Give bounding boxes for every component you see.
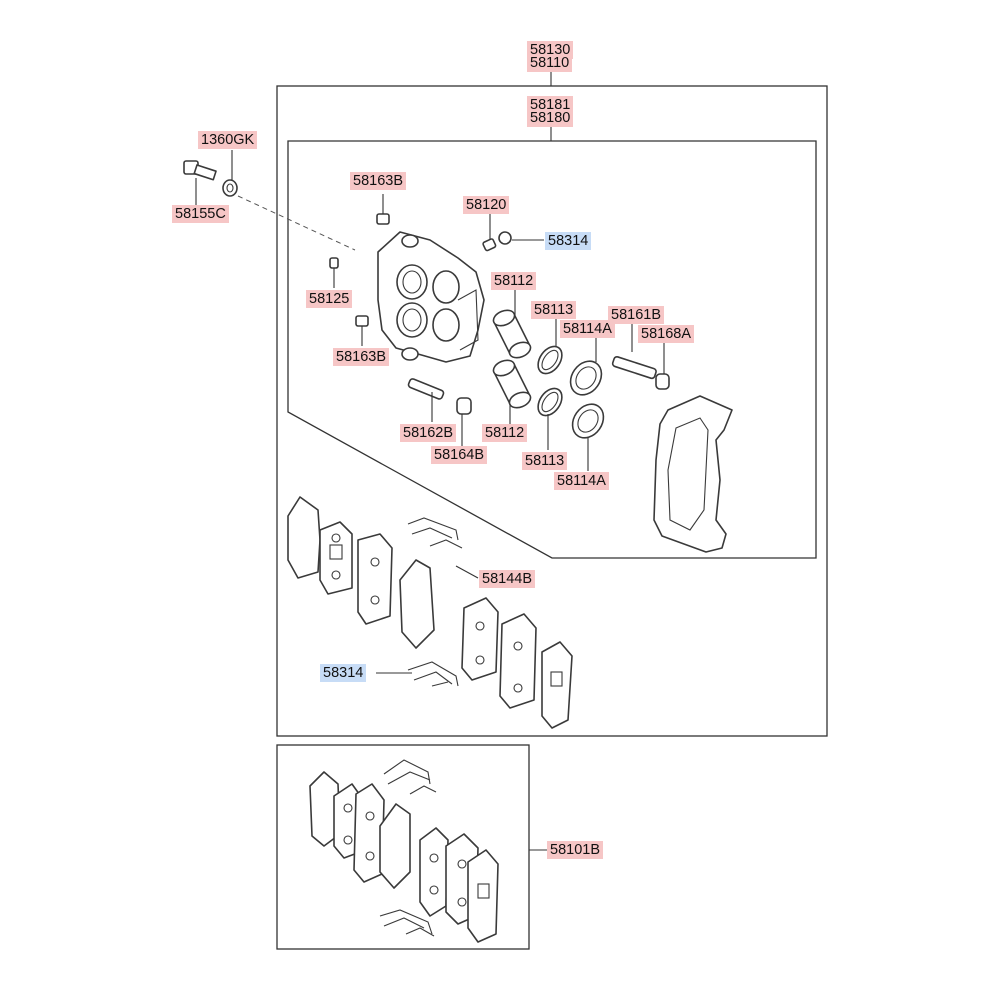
label-58120: 58120 (463, 196, 510, 214)
guide-bushing-right (655, 373, 670, 390)
label-58155C: 58155C (172, 205, 229, 223)
label-58164B: 58164B (431, 446, 487, 464)
label-58112-top: 58112 (491, 272, 537, 290)
bleeder-screw (482, 238, 497, 252)
brake-pad-set-upper (287, 496, 435, 649)
label-58144B: 58144B (479, 570, 535, 588)
brake-pad-set-lower (461, 597, 573, 729)
label-58161B: 58161B (608, 306, 664, 324)
label-58314-bot: 58314 (320, 664, 367, 682)
label-58114A-bot: 58114A (554, 472, 609, 490)
label-58101B: 58101B (547, 841, 603, 859)
label-58314-top: 58314 (545, 232, 592, 250)
label-58163B-mid: 58163B (333, 348, 389, 366)
pad-kit-frame (276, 744, 530, 950)
caliper-body-frame (287, 140, 817, 559)
dust-boot-lower (571, 403, 605, 439)
label-58180: 58180 (527, 109, 574, 127)
washer (222, 179, 238, 197)
label-58110: 58110 (527, 54, 573, 72)
caliper-housing (377, 231, 485, 363)
label-58162B: 58162B (400, 424, 456, 442)
plug (329, 257, 339, 269)
piston-seal-upper (537, 345, 563, 375)
dust-boot-upper (569, 360, 603, 396)
label-58163B-top: 58163B (350, 172, 406, 190)
piston-seal-lower (537, 387, 563, 417)
pad-kit-shims (383, 759, 437, 795)
piston-lower (492, 359, 532, 409)
label-58112-bot: 58112 (482, 424, 528, 442)
bleeder-cap (498, 231, 512, 245)
pad-clips-lower (407, 661, 459, 687)
label-58113-top: 58113 (531, 301, 577, 319)
label-58113-bot: 58113 (522, 452, 568, 470)
guide-pin-left (407, 378, 445, 400)
label-1360GK: 1360GK (198, 131, 258, 149)
pad-shims-upper (407, 517, 463, 549)
label-58168A: 58168A (638, 325, 694, 343)
label-58125: 58125 (306, 290, 353, 308)
pad-kit-pads (309, 771, 499, 943)
bleeder-bolt-top (376, 213, 390, 225)
pad-kit-clips (379, 909, 435, 937)
label-58114A-top: 58114A (560, 320, 615, 338)
caliper-bracket (653, 395, 733, 553)
caliper-assembly-frame (276, 85, 828, 737)
mounting-bolt (183, 160, 217, 181)
guide-bushing-left (456, 397, 472, 415)
leader-58144B (455, 565, 479, 579)
bleeder-bolt-mid (355, 315, 369, 327)
bolt-axis-dashed (237, 195, 356, 251)
guide-pin-right (611, 355, 657, 380)
piston-upper (492, 309, 532, 359)
